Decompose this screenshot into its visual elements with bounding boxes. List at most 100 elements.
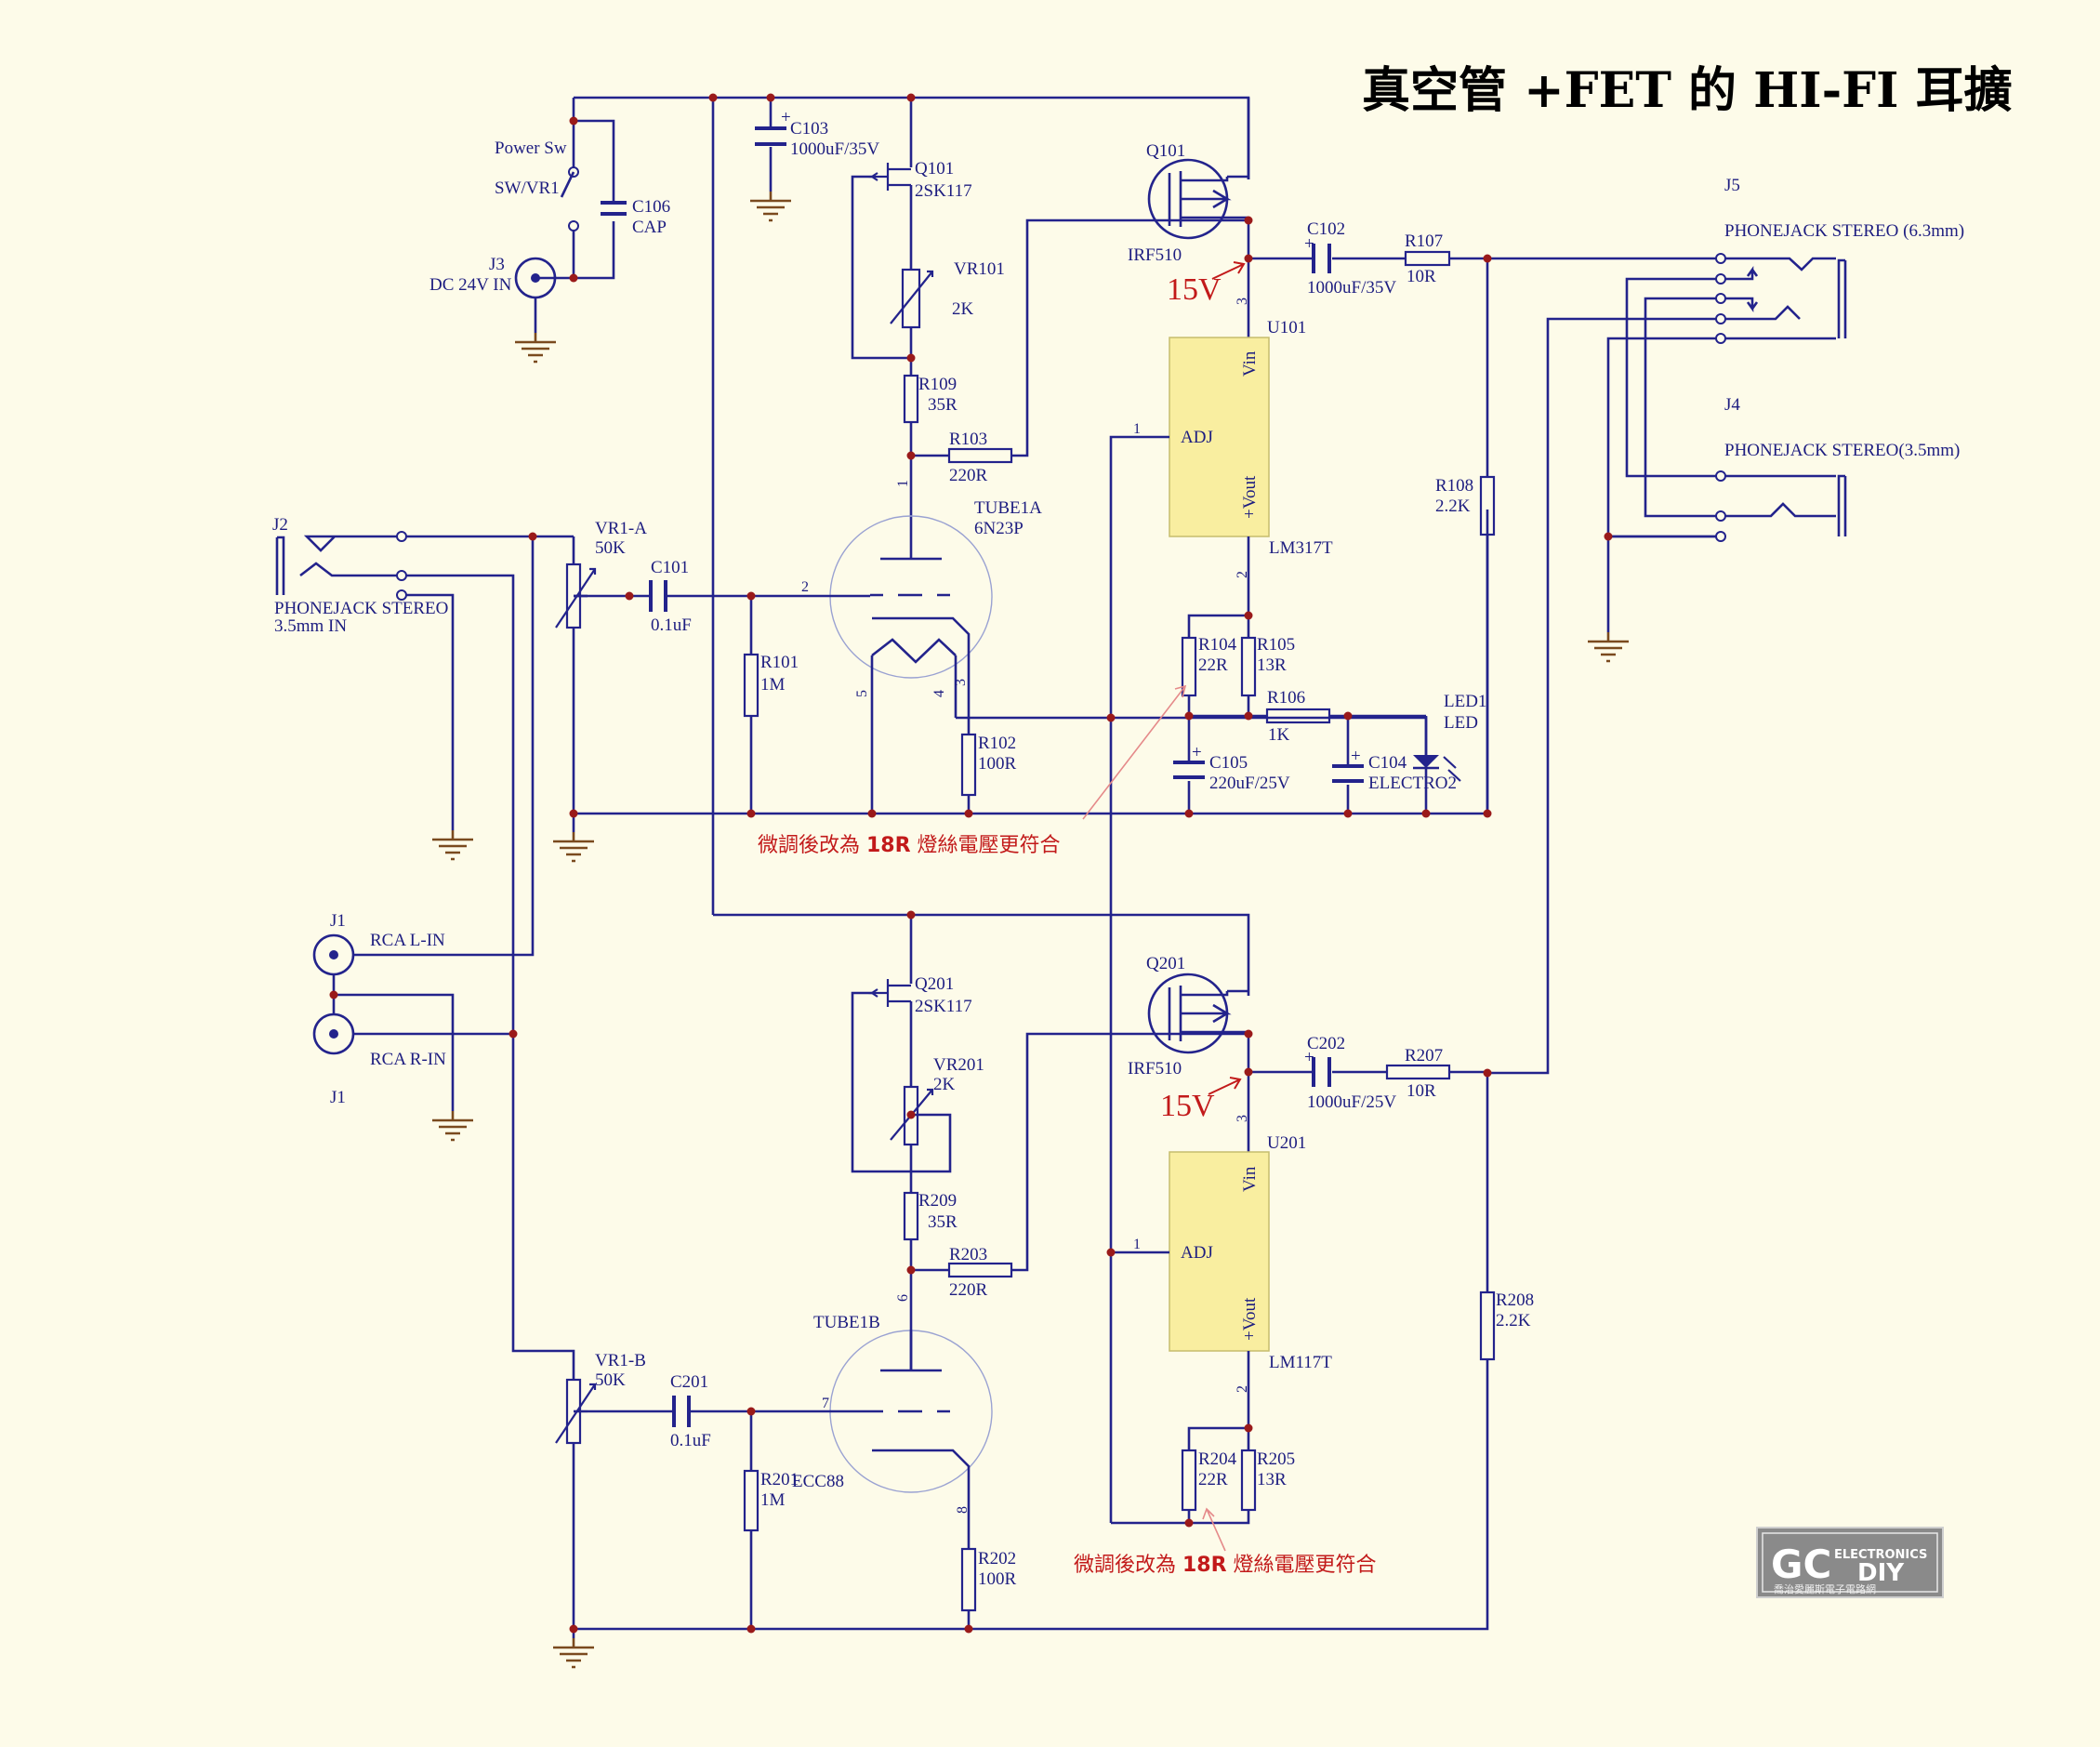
r203-val: 220R [949, 1280, 988, 1300]
u101-adj: ADJ [1181, 428, 1213, 447]
r103-ref: R103 [949, 430, 987, 449]
r208-ref: R208 [1496, 1290, 1534, 1310]
svg-text:2: 2 [1235, 571, 1250, 578]
rca-r-label: RCA R-IN [370, 1050, 446, 1069]
vr1a-val: 50K [595, 538, 626, 558]
rca-l-ref: J1 [330, 911, 346, 931]
logo-sub1: ELECTRONICS [1834, 1548, 1927, 1562]
q101-mosfet-ref: Q101 [1146, 141, 1185, 161]
vr201-val: 2K [933, 1075, 956, 1094]
r209-val: 35R [928, 1212, 958, 1232]
svg-text:3: 3 [1235, 298, 1250, 305]
svg-text:+: + [1192, 743, 1202, 762]
r107-ref: R107 [1405, 232, 1443, 251]
logo-sub2: DIY [1857, 1559, 1905, 1587]
dc-jack-label: DC 24V IN [429, 275, 512, 295]
dc-jack-ref: J3 [489, 255, 505, 274]
c202-val: 1000uF/25V [1307, 1092, 1396, 1112]
r202-ref: R202 [978, 1549, 1016, 1568]
switch-ref: SW/VR1 [495, 179, 560, 198]
r205-val: 13R [1257, 1470, 1287, 1489]
u201-regulator [1169, 1151, 1270, 1352]
u201-adj: ADJ [1181, 1243, 1213, 1263]
svg-text:2: 2 [1235, 1385, 1250, 1393]
r109-ref: R109 [918, 375, 957, 394]
c105-ref: C105 [1209, 753, 1248, 773]
led1-val: LED [1444, 713, 1478, 733]
vr101-ref: VR101 [954, 259, 1005, 279]
led1-ref: LED1 [1444, 692, 1486, 711]
c104-val: ELECTRO2 [1368, 774, 1457, 793]
svg-text:1: 1 [1133, 421, 1141, 437]
r107-val: 10R [1407, 267, 1436, 286]
j4-ref: J4 [1724, 395, 1740, 415]
q101-mosfet-val: IRF510 [1128, 245, 1182, 265]
vr1b-ref: VR1-B [595, 1351, 646, 1370]
tube1b-ref: TUBE1B [813, 1313, 880, 1332]
vr1b-val: 50K [595, 1370, 626, 1390]
vr201-ref: VR201 [933, 1055, 984, 1075]
c106-val: CAP [632, 218, 667, 237]
svg-text:+: + [1304, 234, 1314, 254]
svg-text:5: 5 [854, 690, 870, 697]
logo-tagline: 喬治愛麗斯電子電路網 [1774, 1582, 1876, 1595]
u101-val: LM317T [1269, 538, 1333, 558]
r205-ref: R205 [1257, 1449, 1295, 1469]
r201-ref: R201 [760, 1470, 799, 1489]
c103-ref: C103 [790, 119, 828, 139]
c102-val: 1000uF/35V [1307, 278, 1396, 298]
input-jacks-section: J2 PHONEJACK STEREO 3.5mm IN J1 RCA L-IN… [272, 515, 574, 1142]
r104-ref: R104 [1198, 635, 1237, 655]
ch1-tuning-note: 微調後改為 18R 燈絲電壓更符合 [758, 834, 1061, 857]
r201-val: 1M [760, 1490, 786, 1510]
r109-val: 35R [928, 395, 958, 415]
j5-label: PHONEJACK STEREO (6.3mm) [1724, 221, 1964, 241]
junction-dots [329, 93, 1613, 1634]
vr1a-ref: VR1-A [595, 519, 647, 538]
r102-val: 100R [978, 754, 1017, 774]
c105-val: 220uF/25V [1209, 774, 1290, 793]
vr101-val: 2K [952, 299, 974, 319]
u201-vout: +Vout [1240, 1297, 1260, 1341]
r106-ref: R106 [1267, 688, 1305, 708]
svg-text:+: + [1351, 747, 1361, 766]
output-jacks-section: J5 PHONEJACK STEREO (6.3mm) J4 PHONEJACK… [1487, 176, 1964, 1075]
u201-val: LM117T [1269, 1353, 1332, 1372]
channel-1-section: Q101 2SK117 VR101 2K R109 35R R103 220R … [551, 98, 1496, 1523]
r101-ref: R101 [760, 653, 799, 672]
rca-r-ref: J1 [330, 1088, 346, 1107]
ch2-voltage-label: 15V [1160, 1089, 1215, 1123]
j2-val: PHONEJACK STEREO [274, 599, 448, 618]
q201-mosfet-val: IRF510 [1128, 1059, 1182, 1079]
j2-sub: 3.5mm IN [274, 616, 347, 636]
logo-brand: GC [1771, 1542, 1831, 1587]
c202-ref: C202 [1307, 1034, 1345, 1053]
u201-vin: Vin [1240, 1166, 1260, 1192]
power-switch-label: Power Sw [495, 139, 567, 158]
svg-text:+: + [1304, 1048, 1314, 1067]
c102-ref: C102 [1307, 219, 1345, 239]
svg-text:3: 3 [1235, 1115, 1250, 1122]
u101-vout: +Vout [1240, 475, 1260, 519]
tube1a-val: 6N23P [974, 519, 1024, 538]
r202-val: 100R [978, 1569, 1017, 1589]
q201-ref: Q201 [915, 974, 954, 994]
r101-val: 1M [760, 675, 786, 695]
r108-ref: R108 [1435, 476, 1473, 496]
u101-regulator [1169, 337, 1270, 537]
j4-label: PHONEJACK STEREO(3.5mm) [1724, 441, 1960, 460]
svg-text:4: 4 [931, 690, 947, 697]
svg-text:8: 8 [955, 1506, 971, 1514]
svg-text:2: 2 [801, 579, 809, 595]
c201-ref: C201 [670, 1372, 708, 1392]
q201-val: 2SK117 [915, 997, 972, 1016]
svg-text:+: + [781, 108, 791, 127]
ch2-tuning-note: 微調後改為 18R 燈絲電壓更符合 [1074, 1554, 1377, 1577]
r108-val: 2.2K [1435, 496, 1471, 516]
channel-2-section: Q201 2SK117 VR201 2K R209 35R R203 220R … [511, 913, 1534, 1669]
u101-vin: Vin [1240, 351, 1260, 377]
svg-text:6: 6 [895, 1294, 911, 1302]
c101-val: 0.1uF [651, 615, 692, 635]
tube1b-val: ECC88 [792, 1472, 844, 1491]
r106-val: 1K [1268, 725, 1290, 745]
